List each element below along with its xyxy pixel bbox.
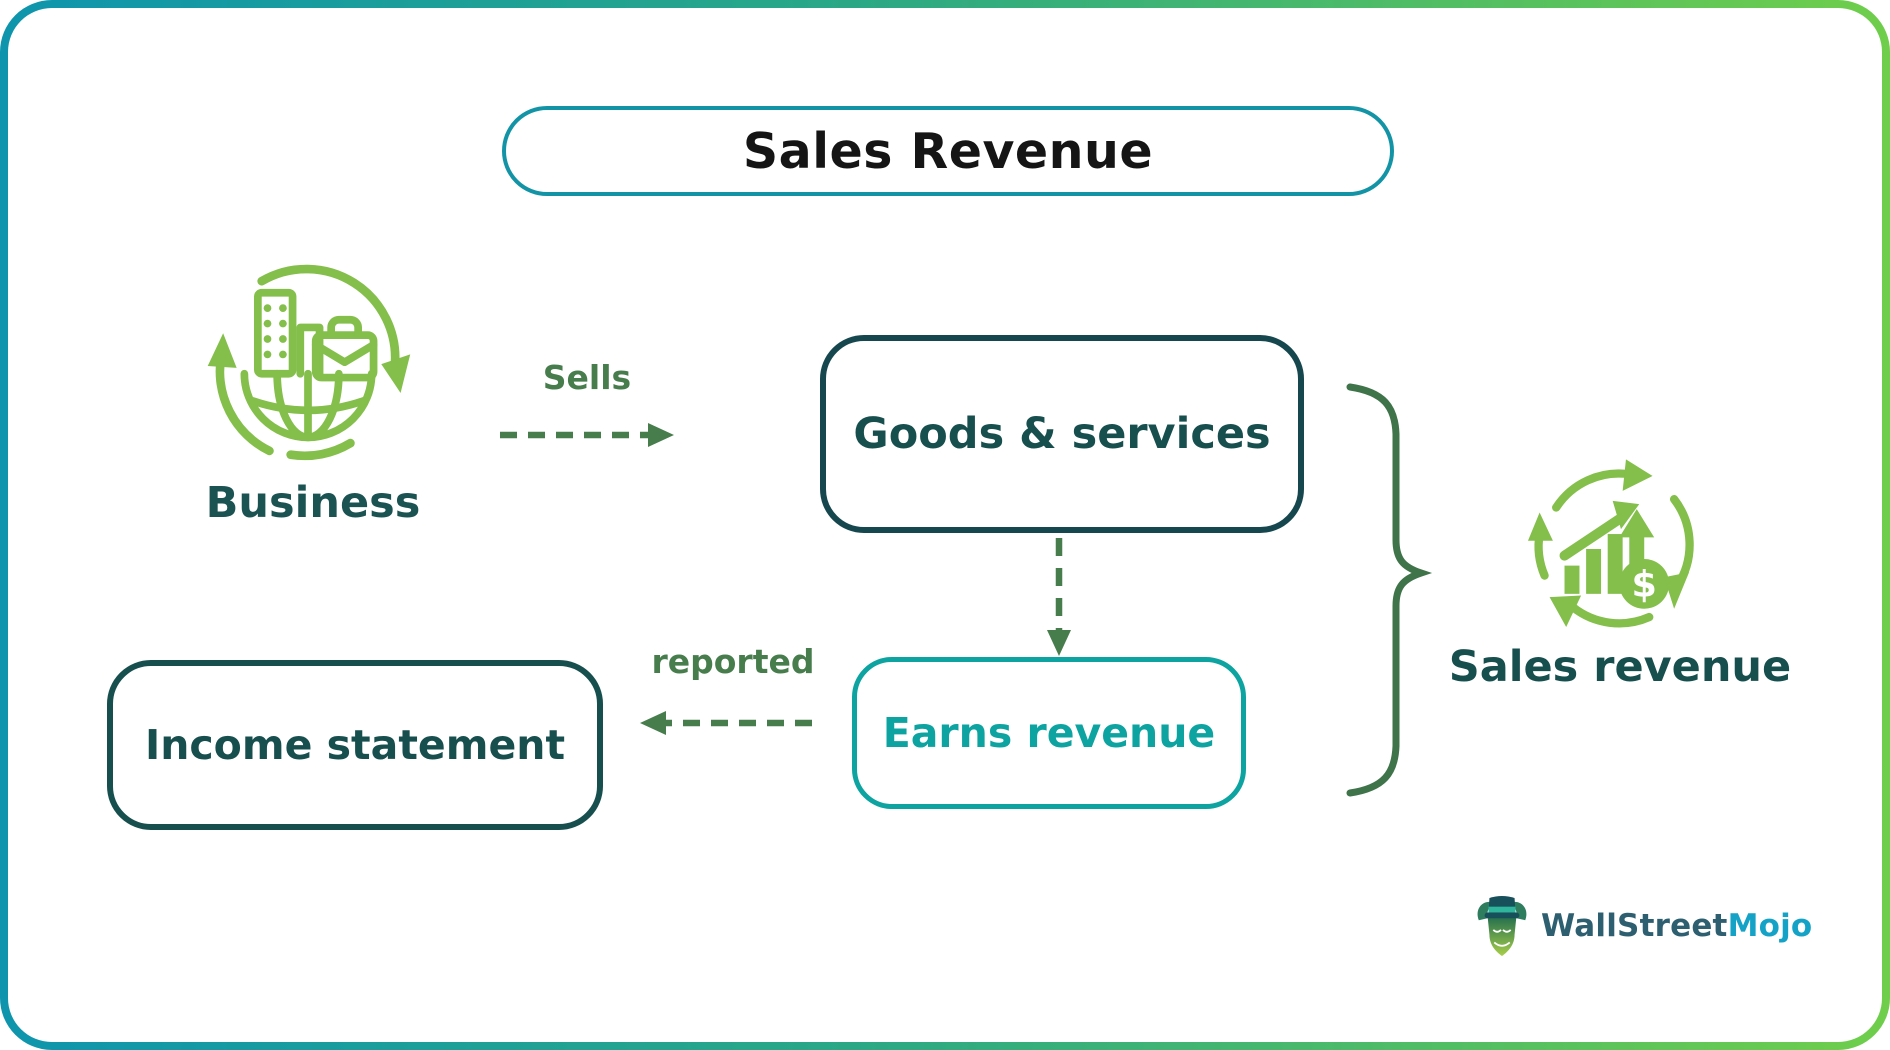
building-tall — [254, 288, 297, 378]
briefcase — [311, 331, 378, 382]
cycle-arc-top — [1552, 469, 1634, 512]
brand-wordmark: WallStreetMojo — [1541, 908, 1812, 944]
sales-revenue-label: Sales revenue — [1448, 642, 1792, 692]
bar-3 — [1607, 534, 1623, 594]
earns-revenue-label: Earns revenue — [882, 709, 1216, 757]
bull-face — [1487, 915, 1517, 956]
cycle-arrow-left — [215, 352, 274, 456]
brand-wordmark-primary: WallStreet — [1541, 908, 1728, 944]
up-arrowhead — [1619, 509, 1655, 538]
goods-to-earns-arrowhead — [1047, 630, 1071, 656]
bull-eyes — [1492, 929, 1512, 933]
sells-arrowhead — [648, 423, 674, 447]
hat-brim — [1484, 912, 1520, 919]
business-icon — [207, 264, 411, 461]
bull-tophat-icon — [1477, 896, 1527, 956]
title-box: Sales Revenue — [502, 106, 1394, 196]
reported-edge-label: reported — [651, 642, 815, 681]
sells-edge-label: Sells — [542, 358, 632, 397]
diagram-canvas: Sales Revenue — [8, 8, 1882, 1042]
income-statement-label: Income statement — [144, 721, 566, 769]
dollar-sign: $ — [1632, 563, 1657, 606]
reported-arrowhead — [640, 711, 666, 735]
earns-revenue-node: Earns revenue — [852, 657, 1246, 809]
goods-services-node: Goods & services — [820, 335, 1304, 533]
cycle-arrow-right — [257, 264, 400, 371]
bar-2 — [1586, 549, 1602, 594]
business-label: Business — [205, 478, 421, 528]
brand-wordmark-secondary: Mojo — [1727, 908, 1813, 944]
hat-band — [1488, 906, 1516, 913]
grouping-brace — [1346, 383, 1433, 797]
bull-smile — [1493, 941, 1511, 947]
sales-revenue-icon: $ — [1527, 459, 1694, 628]
cycle-arc-right — [1669, 495, 1694, 590]
income-statement-node: Income statement — [107, 660, 603, 830]
brand-logo: WallStreetMojo — [1473, 894, 1812, 958]
bar-1 — [1564, 565, 1580, 594]
dollar-coin — [1619, 558, 1670, 609]
cycle-arc-bottom — [1568, 602, 1654, 628]
trend-arrow-line — [1559, 514, 1625, 561]
page-title: Sales Revenue — [742, 122, 1154, 180]
goods-services-label: Goods & services — [853, 409, 1271, 459]
